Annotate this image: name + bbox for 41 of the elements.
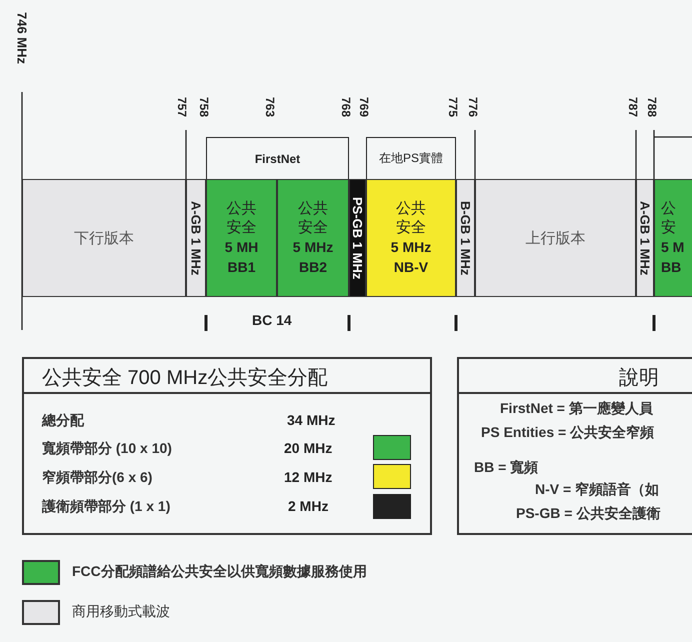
band-cell: 公共安全 5 MHz BB2 bbox=[277, 179, 349, 297]
frequency-label: 763 bbox=[264, 97, 276, 118]
table-text: 護衛頻帶部分 (1 x 1) bbox=[42, 498, 170, 516]
frequency-label: 757 bbox=[176, 97, 188, 118]
panel-heading: 公共安全 700 MHz公共安全分配 bbox=[42, 366, 328, 391]
guard-band-cell: A-GB 1 MHz bbox=[186, 179, 206, 297]
band-cell: 上行版本 bbox=[475, 179, 636, 297]
block-bracket: FirstNet bbox=[206, 137, 349, 179]
block-bracket: 在地PS實體 bbox=[366, 137, 456, 179]
guard-band-cell: A-GB 1 MHz bbox=[636, 179, 654, 297]
legend-text: FCC分配頻譜給公共安全以供寬頻數據服務使用 bbox=[72, 563, 367, 581]
frequency-label: 776 bbox=[467, 97, 479, 118]
table-value: 12 MHz bbox=[284, 469, 332, 485]
guard-band-cell: B-GB 1 MHz bbox=[456, 179, 475, 297]
definition-text: FirstNet = 第一應變人員 bbox=[500, 400, 653, 418]
table-value: 2 MHz bbox=[288, 498, 328, 514]
definition-text: BB = 寬頻 bbox=[474, 459, 538, 477]
frequency-label: 787 bbox=[627, 97, 639, 118]
band-cell: 公共安全 5 MHz NB-V bbox=[366, 179, 456, 297]
band-cell: 公 安 5 M BB bbox=[654, 179, 692, 297]
frequency-label: 769 bbox=[358, 97, 370, 118]
table-text: 總分配 bbox=[42, 412, 84, 430]
frequency-label: 768 bbox=[340, 97, 352, 118]
frequency-label: 758 bbox=[198, 97, 210, 118]
frequency-label: 746 MHz bbox=[16, 12, 28, 64]
panel-heading: 說明 bbox=[619, 366, 659, 391]
guard-band-cell: PS-GB 1 MHz bbox=[349, 179, 366, 297]
table-text: 寬頻帶部分 (10 x 10) bbox=[42, 440, 172, 458]
block-label: BC 14 bbox=[252, 312, 292, 328]
definition-text: PS Entities = 公共安全窄頻 bbox=[481, 424, 654, 442]
definition-text: N-V = 窄頻語音（如 bbox=[535, 481, 660, 499]
table-value: 34 MHz bbox=[287, 412, 336, 428]
legend-text: 商用移動式載波 bbox=[72, 603, 170, 621]
table-text: 窄頻帶部分(6 x 6) bbox=[42, 469, 152, 487]
band-cell: 下行版本 bbox=[22, 179, 186, 297]
frequency-label: 775 bbox=[447, 97, 459, 118]
table-value: 20 MHz bbox=[284, 440, 332, 456]
legend-panel bbox=[457, 357, 692, 535]
definition-text: PS-GB = 公共安全護衛 bbox=[516, 505, 660, 523]
frequency-label: 788 bbox=[646, 97, 658, 118]
band-cell: 公共安全 5 MH BB1 bbox=[206, 179, 277, 297]
